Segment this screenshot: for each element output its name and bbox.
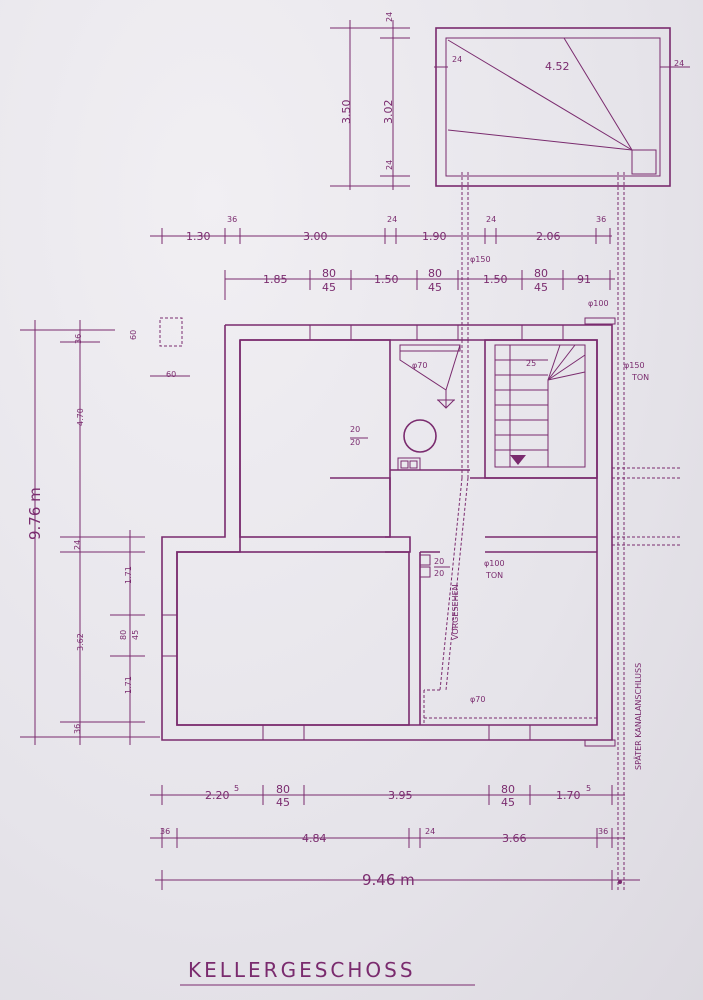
dim-bot1-a: 2.20 — [205, 789, 230, 802]
pipe-c: φ150 — [624, 361, 645, 370]
dim-row1-d: 24 — [387, 215, 397, 224]
dim-bot1-e: 1.70 — [556, 789, 581, 802]
dim-garage-w: 4.52 — [545, 60, 570, 73]
dim-bot1-d: 80 — [501, 783, 515, 796]
dim-garage-r: 24 — [674, 59, 684, 68]
dim-row2-f: 80 — [534, 267, 548, 280]
dim-win-b: 60 — [166, 370, 176, 379]
dim-row1-g: 2.06 — [536, 230, 561, 243]
dim-row2-d2: 45 — [428, 281, 442, 294]
dim-left-b: 4.70 — [76, 408, 85, 426]
dim-bot2-d: 3.66 — [502, 832, 527, 845]
pipe-h: φ70 — [470, 695, 485, 704]
windows — [161, 324, 564, 741]
pipe-g: φ100 — [484, 559, 505, 568]
dim-bot1-d2: 45 — [501, 796, 515, 809]
pipes: 20 20 — [419, 172, 680, 890]
dim-row2-f2: 45 — [534, 281, 548, 294]
dimension-row-1: 1.30 36 3.00 24 1.90 24 2.06 36 — [150, 215, 612, 244]
dim-bot1-b2: 45 — [276, 796, 290, 809]
dim-row1-f: 24 — [486, 215, 496, 224]
dim-left-e2: 45 — [131, 630, 140, 640]
label-spaeter: SPÄTER KANALANSCHLUSS — [633, 663, 643, 770]
dimension-bottom-1: 2.20 5 80 45 3.95 80 45 1.70 5 — [150, 783, 625, 809]
top-vertical-dimension: 24 3.50 3.02 24 — [330, 12, 410, 190]
pipe-f2: 20 — [434, 569, 444, 578]
dim-row1-e: 1.90 — [422, 230, 447, 243]
dim-bot1-a-sup: 5 — [234, 784, 239, 793]
dim-left-g: 36 — [73, 724, 82, 734]
drawing-title: KELLERGESCHOSS — [180, 958, 475, 986]
dim-bot2-a: 36 — [160, 827, 170, 836]
boiler-equipment: 20 20 φ70 — [350, 344, 461, 471]
dim-row2-e: 1.50 — [483, 273, 508, 286]
dim-row2-b2: 45 — [322, 281, 336, 294]
top-room — [434, 27, 690, 187]
dim-bot1-c: 3.95 — [388, 789, 413, 802]
dim-row2-d: 80 — [428, 267, 442, 280]
dim-top-c: 3.02 — [382, 100, 395, 125]
dim-left-c: 24 — [73, 540, 82, 550]
pipe-b: φ100 — [588, 299, 609, 308]
plan-title: KELLERGESCHOSS — [188, 958, 416, 982]
dim-left-e: 80 — [119, 630, 128, 640]
dim-row1-h: 36 — [596, 215, 606, 224]
pipe-e: 20 — [350, 425, 360, 434]
dim-row2-c: 1.50 — [374, 273, 399, 286]
dim-row2-b: 80 — [322, 267, 336, 280]
dim-top-d: 24 — [385, 160, 394, 170]
dim-bot1-b: 80 — [276, 783, 290, 796]
dim-bot-total: 9.46 m — [362, 871, 415, 889]
dim-row1-c: 3.00 — [303, 230, 328, 243]
dim-left-a: 36 — [74, 334, 83, 344]
dim-top-a: 24 — [385, 12, 394, 22]
pipe-c2: TON — [631, 373, 649, 382]
dim-row1-b: 36 — [227, 215, 237, 224]
dim-left-mid: 3.62 — [76, 633, 85, 651]
outer-walls — [161, 324, 613, 741]
pipe-f: 20 — [434, 557, 444, 566]
dim-bot2-c: 24 — [425, 827, 435, 836]
pipe-g2: TON — [485, 571, 503, 580]
staircase: 25 — [494, 344, 586, 468]
left-vertical-dimension: 36 4.70 24 1.71 80 45 1.71 36 9.76 m 3.6… — [20, 320, 160, 745]
dimension-bottom-2: 36 4.84 24 3.66 36 — [150, 827, 625, 848]
pipe-e2: 20 — [350, 438, 360, 447]
dim-top-b: 3.50 — [340, 100, 353, 125]
dim-left-f: 1.71 — [124, 676, 133, 694]
label-vorgesehen: VORGESEHEN — [451, 584, 460, 640]
dim-win-a: 60 — [129, 330, 138, 340]
pipe-a: φ150 — [470, 255, 491, 264]
dimension-row-2: 1.85 80 45 1.50 80 45 1.50 80 45 91 — [224, 267, 615, 300]
window-mark: 60 60 — [129, 317, 190, 379]
dim-bot2-b: 4.84 — [302, 832, 327, 845]
stair-count: 25 — [526, 359, 536, 368]
dim-bot1-e-sup: 5 — [586, 784, 591, 793]
dim-left-total: 9.76 m — [26, 487, 44, 540]
dimension-total: 9.46 m — [155, 870, 640, 890]
dim-bot2-e: 36 — [598, 827, 608, 836]
dim-left-d: 1.71 — [124, 566, 133, 584]
dim-row1-a: 1.30 — [186, 230, 211, 243]
dim-row2-a: 1.85 — [263, 273, 288, 286]
pipe-d: φ70 — [412, 361, 427, 370]
dim-garage-l: 24 — [452, 55, 462, 64]
dim-row2-g: 91 — [577, 273, 591, 286]
